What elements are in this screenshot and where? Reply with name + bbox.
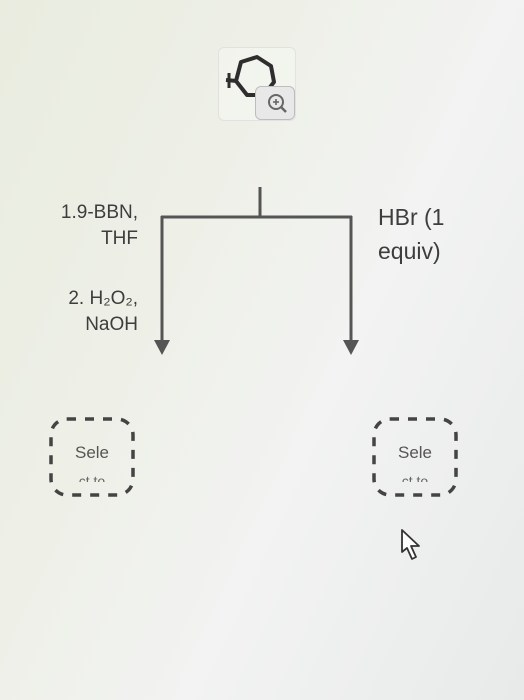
left-reagent-step1-line2: THF — [101, 228, 138, 249]
dashed-border — [49, 417, 135, 497]
left-product-select-box[interactable]: Sele ct to — [48, 416, 136, 498]
right-select-sublabel: ct to — [401, 473, 429, 482]
pointer-hand-cursor-icon — [401, 529, 420, 560]
magnifier-zoom-icon[interactable] — [255, 86, 295, 120]
right-select-label: Sele — [397, 443, 433, 462]
left-select-label: Sele — [74, 443, 110, 462]
left-reagent-step2: 2. H₂O₂, NaOH — [20, 286, 138, 338]
left-reagent-step1-line1: 1.9-BBN, — [60, 202, 138, 223]
left-reagent-step2-line2: NaOH — [85, 314, 138, 335]
right-reagent: HBr (1 equiv) — [378, 200, 444, 268]
left-reagent-step1: 1.9-BBN, THF — [20, 200, 138, 252]
left-select-sublabel: ct to — [78, 473, 106, 482]
dashed-border — [372, 417, 458, 497]
right-reagent-line1: HBr (1 — [378, 204, 445, 230]
right-product-select-box[interactable]: Sele ct to — [371, 416, 459, 498]
right-reagent-line2: equiv) — [378, 238, 441, 264]
left-reagent-step2-line1: 2. H₂O₂, — [68, 288, 138, 309]
